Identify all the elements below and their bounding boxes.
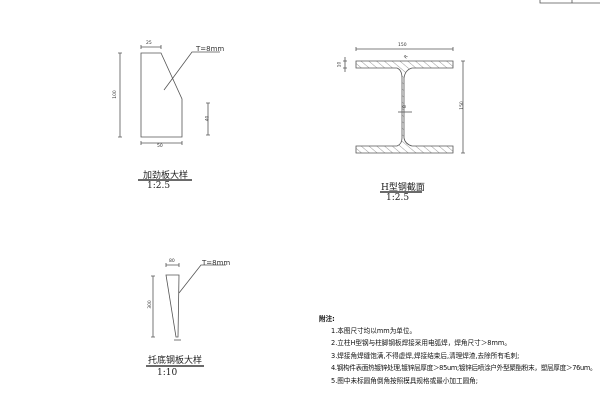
hbeam-web-dim-label: 8 [402,105,408,108]
hbeam-width-dim [355,47,454,51]
stiffener-top-dim [140,45,162,49]
base-plate-top-dim [165,263,180,267]
base-plate-height-dim-label: 300 [147,300,153,309]
stiffener-scale: 1:2.5 [147,181,171,191]
hbeam-flange-dim-label: 10 [337,61,343,68]
stiffener-bottom-dim-label: 50 [157,144,163,149]
stiffener-right-dim-label: 40 [205,115,211,122]
stiffener-plate-outline [140,52,183,138]
note-item: 2.立柱H型钢与柱脚钢板焊接采用电弧焊，焊角尺寸＞8mm。 [331,339,511,347]
notes-heading: 附注: [319,315,335,323]
hbeam-width-dim-label: 150 [398,43,407,48]
base-plate-thickness-label: T=8mm [202,259,231,267]
hbeam-flange-dim [343,57,347,72]
note-item: 5.图中未标圆角倒角按照模具规格或最小加工圆角; [331,377,478,385]
stiffener-title: 加劲板大样 [143,171,189,181]
stiffener-height-dim [118,52,122,138]
hbeam-height-dim [461,60,465,154]
hbeam-height-dim-label: 150 [459,101,465,110]
stiffener-bottom-dim [140,141,183,145]
base-plate-leader [178,264,226,294]
hbeam-title: H型钢截面 [381,183,425,193]
stiffener-leader [163,51,220,91]
note-item: 1.本图尺寸均以mm为单位。 [331,327,417,335]
base-plate-scale: 1:10 [157,368,178,378]
h-beam-section [355,60,454,154]
stiffener-thickness-label: T=8mm [196,45,225,53]
note-item: 3.焊接角焊缝饱满,不得虚焊,焊接结束后,清理焊渣,去除所有毛刺; [331,352,520,360]
hbeam-scale: 1:2.5 [386,193,410,203]
stiffener-right-dim [206,102,210,136]
stiffener-top-dim-label: 25 [146,41,152,46]
note-item: 4.钢构件表面热镀锌处理,镀锌层厚度＞85um;镀锌后喷涂户外型聚酯粉末，塑层厚… [331,364,597,372]
base-plate-height-dim [151,275,155,338]
title-block-corner [539,0,600,4]
base-plate-title: 托底钢板大样 [148,356,203,366]
stiffener-height-dim-label: 100 [112,90,118,99]
base-plate-top-dim-label: 80 [169,259,175,264]
base-plate-outline [165,274,180,338]
